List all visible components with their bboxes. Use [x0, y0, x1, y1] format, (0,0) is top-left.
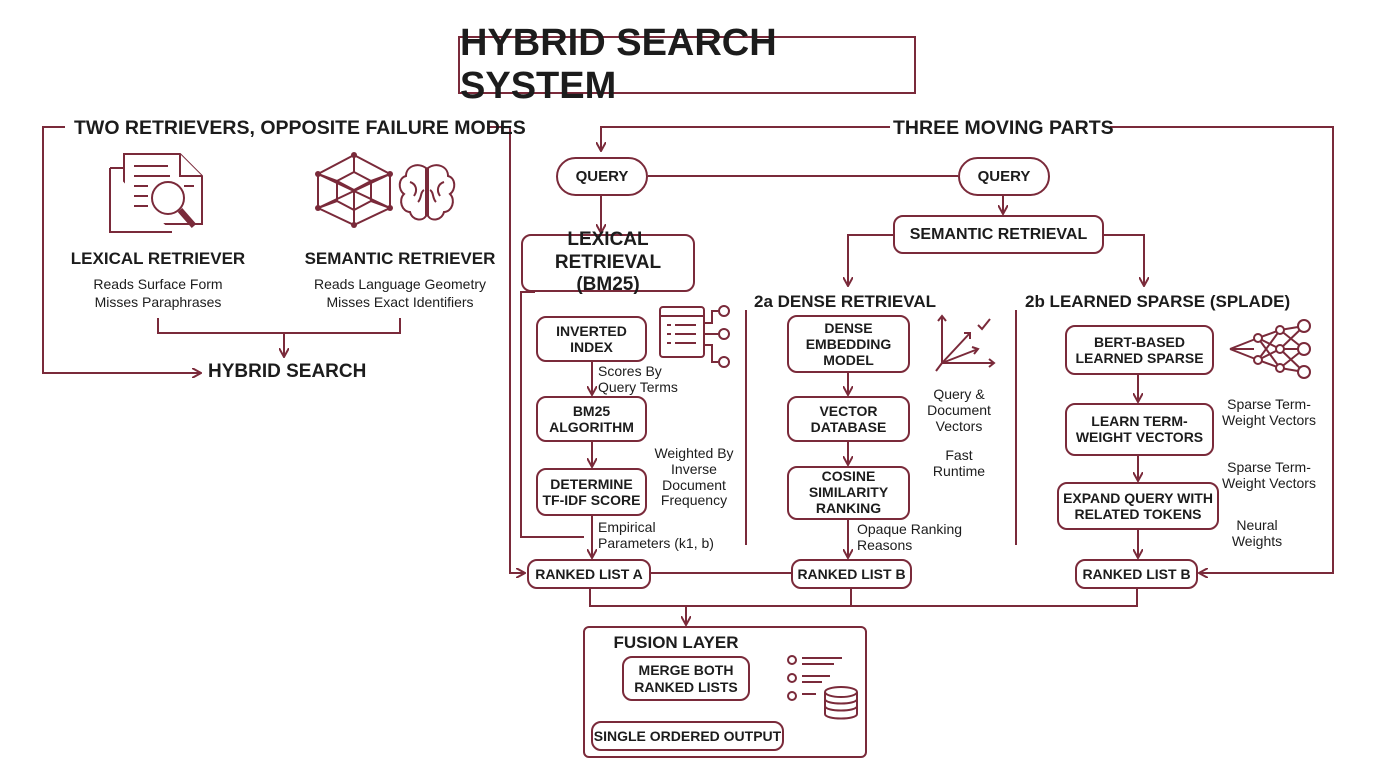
ranked-list-b-dense: RANKED LIST B: [791, 559, 912, 589]
dense-embedding-box: DENSE EMBEDDING MODEL: [787, 315, 910, 373]
learn-vectors-box: LEARN TERM-WEIGHT VECTORS: [1065, 403, 1214, 456]
network-cube-icon: [315, 152, 393, 228]
database-icon: [824, 686, 858, 720]
brain-icon: [398, 164, 456, 221]
neural-net-icon: [1229, 319, 1311, 379]
lexical-retriever-title: LEXICAL RETRIEVER: [70, 249, 246, 268]
single-ordered-output-box: SINGLE ORDERED OUTPUT: [591, 721, 784, 751]
fusion-layer-heading: FUSION LAYER: [613, 633, 739, 652]
note-weighted-by-idf: Weighted By Inverse Document Frequency: [654, 445, 734, 509]
semantic-retriever-line1: Reads Language Geometry: [314, 276, 486, 292]
merge-lists-box: MERGE BOTH RANKED LISTS: [622, 656, 750, 701]
query-right: QUERY: [958, 157, 1050, 196]
vector-database-box: VECTOR DATABASE: [787, 396, 910, 442]
learned-sparse-heading: 2b LEARNED SPARSE (SPLADE): [1025, 292, 1291, 311]
note-opaque-ranking: Opaque Ranking Reasons: [857, 521, 963, 553]
note-neural-weights: Neural Weights: [1231, 517, 1283, 549]
tfidf-score-box: DETERMINE TF-IDF SCORE: [536, 468, 647, 516]
document-magnifier-icon: [109, 153, 203, 233]
inverted-index-box: INVERTED INDEX: [536, 316, 647, 362]
note-sparse-vectors-2: Sparse Term-Weight Vectors: [1222, 459, 1316, 491]
note-fast-runtime: Fast Runtime: [932, 447, 986, 479]
page-title: HYBRID SEARCH SYSTEM: [458, 22, 916, 107]
semantic-retriever-title: SEMANTIC RETRIEVER: [304, 249, 496, 268]
query-left: QUERY: [556, 157, 648, 196]
expand-query-box: EXPAND QUERY WITH RELATED TOKENS: [1057, 482, 1219, 530]
hybrid-search-label: HYBRID SEARCH: [208, 361, 367, 382]
dense-retrieval-heading: 2a DENSE RETRIEVAL: [754, 292, 937, 311]
semantic-retriever-line2: Misses Exact Identifiers: [326, 294, 474, 310]
bert-sparse-box: BERT-BASED LEARNED SPARSE: [1065, 325, 1214, 375]
index-list-icon: [659, 305, 730, 368]
lexical-retriever-line2: Misses Paraphrases: [94, 294, 222, 310]
note-scores-by-query-terms: Scores By Query Terms: [598, 363, 678, 395]
lexical-retrieval-box: LEXICAL RETRIEVAL (BM25): [521, 229, 695, 295]
list-icon: [787, 655, 842, 701]
ranked-list-a: RANKED LIST A: [527, 559, 651, 589]
ranked-list-b-sparse: RANKED LIST B: [1075, 559, 1198, 589]
cosine-ranking-box: COSINE SIMILARITY RANKING: [787, 466, 910, 520]
vector-axes-icon: [935, 314, 996, 372]
note-empirical-parameters: Empirical Parameters (k1, b): [598, 519, 714, 551]
note-query-document-vectors: Query & Document Vectors: [927, 386, 991, 434]
lexical-retriever-line1: Reads Surface Form: [93, 276, 223, 292]
right-heading: THREE MOVING PARTS: [893, 117, 1114, 140]
note-sparse-vectors-1: Sparse Term-Weight Vectors: [1222, 396, 1316, 428]
left-heading: TWO RETRIEVERS, OPPOSITE FAILURE MODES: [72, 117, 526, 140]
semantic-retrieval-box: SEMANTIC RETRIEVAL: [893, 215, 1104, 254]
bm25-algorithm-box: BM25 ALGORITHM: [536, 396, 647, 442]
